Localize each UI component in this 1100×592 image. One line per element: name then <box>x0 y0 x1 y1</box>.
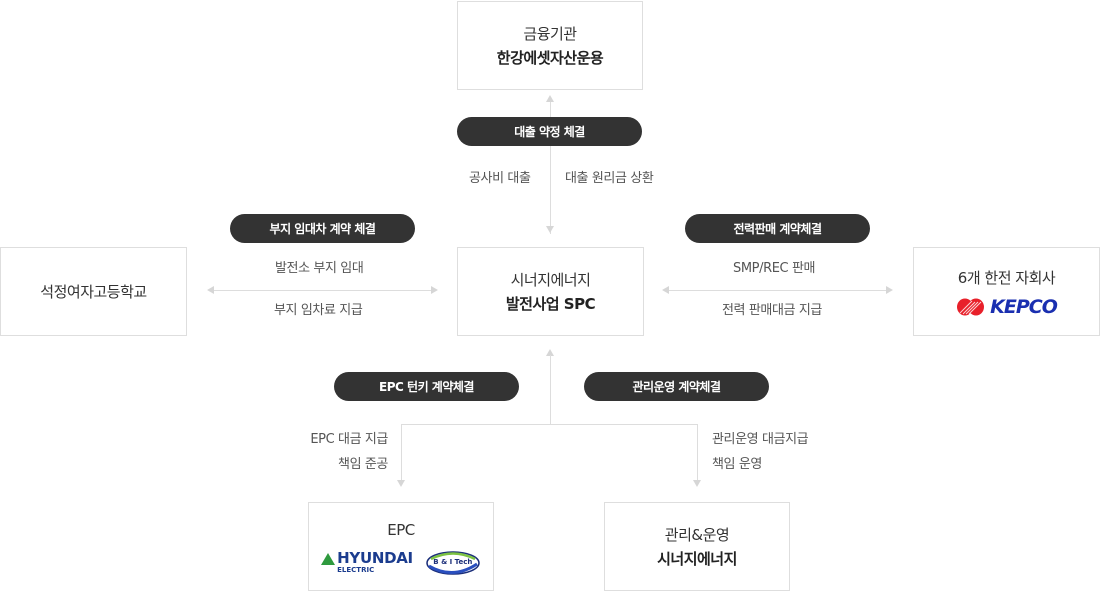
arrow-down-icon <box>693 480 701 487</box>
flow-label-lease-bottom: 부지 임차료 지급 <box>274 303 363 318</box>
node-kepco-label: 6개 한전 자회사 <box>957 268 1056 287</box>
arrow-down-icon <box>546 226 554 233</box>
flow-label-power-bottom: 전력 판매대금 지급 <box>722 303 822 318</box>
node-om-label: 관리&운영 <box>664 525 730 544</box>
arrow-right-icon <box>886 286 893 294</box>
connector-school-spc <box>212 290 432 291</box>
flow-label-loan-down: 공사비 대출 <box>469 171 531 186</box>
hyundai-logo-text: HYUNDAI <box>337 549 413 567</box>
contract-badge-loan: 대출 약정 체결 <box>457 117 642 146</box>
flow-label-epc-payment: EPC 대금 지급 <box>310 432 388 447</box>
hyundai-logo-subtext: ELECTRIC <box>337 566 375 574</box>
node-spc: 시너지에너지 발전사업 SPC <box>457 247 644 336</box>
flow-label-om-operation: 책임 운영 <box>712 457 762 472</box>
node-spc-role: 발전사업 SPC <box>505 294 596 313</box>
connector-spc-kepco <box>667 290 887 291</box>
connector-spc-branch <box>550 355 551 425</box>
node-finance-name: 한강에셋자산운용 <box>496 48 604 67</box>
flow-label-epc-completion: 책임 준공 <box>338 457 388 472</box>
arrow-up-icon <box>546 349 554 356</box>
flow-label-lease-top: 발전소 부지 임대 <box>275 261 364 276</box>
flow-label-om-payment: 관리운영 대금지급 <box>712 432 809 447</box>
node-finance-type: 금융기관 <box>523 24 577 43</box>
bitech-logo-icon <box>426 550 480 575</box>
node-om-company: 시너지에너지 <box>657 549 737 568</box>
node-kepco: 6개 한전 자회사 KEPCO <box>913 247 1100 336</box>
node-spc-company: 시너지에너지 <box>510 270 591 289</box>
flow-label-loan-up: 대출 원리금 상환 <box>565 171 654 186</box>
node-epc: EPC HYUNDAI ELECTRIC B & I Tech <box>308 502 494 591</box>
contract-badge-lease: 부지 임대차 계약 체결 <box>230 214 415 243</box>
node-epc-label: EPC <box>387 520 415 539</box>
node-school-name: 석정여자고등학교 <box>40 282 147 301</box>
arrow-up-icon <box>546 95 554 102</box>
bitech-logo: B & I Tech <box>425 550 481 576</box>
connector-branch-epc <box>401 424 402 482</box>
connector-finance-spc <box>550 100 551 234</box>
connector-branch-horizontal <box>401 424 698 425</box>
bitech-logo-text: B & I Tech <box>433 557 473 566</box>
arrow-down-icon <box>397 480 405 487</box>
contract-badge-power: 전력판매 계약체결 <box>685 214 870 243</box>
flow-label-power-top: SMP/REC 판매 <box>733 261 816 276</box>
hyundai-logo-icon <box>321 552 336 565</box>
kepco-logo-text: KEPCO <box>990 295 1058 318</box>
contract-badge-epc: EPC 턴키 계약체결 <box>334 372 519 401</box>
node-finance: 금융기관 한강에셋자산운용 <box>457 1 643 90</box>
arrow-left-icon <box>662 286 669 294</box>
node-om: 관리&운영 시너지에너지 <box>604 502 790 591</box>
arrow-right-icon <box>431 286 438 294</box>
hyundai-electric-logo: HYUNDAI ELECTRIC <box>321 551 413 574</box>
contract-badge-om: 관리운영 계약체결 <box>584 372 769 401</box>
arrow-left-icon <box>207 286 214 294</box>
node-school: 석정여자고등학교 <box>0 247 187 336</box>
kepco-logo-icon <box>957 298 985 315</box>
kepco-logo: KEPCO <box>956 295 1058 318</box>
connector-branch-om <box>697 424 698 482</box>
